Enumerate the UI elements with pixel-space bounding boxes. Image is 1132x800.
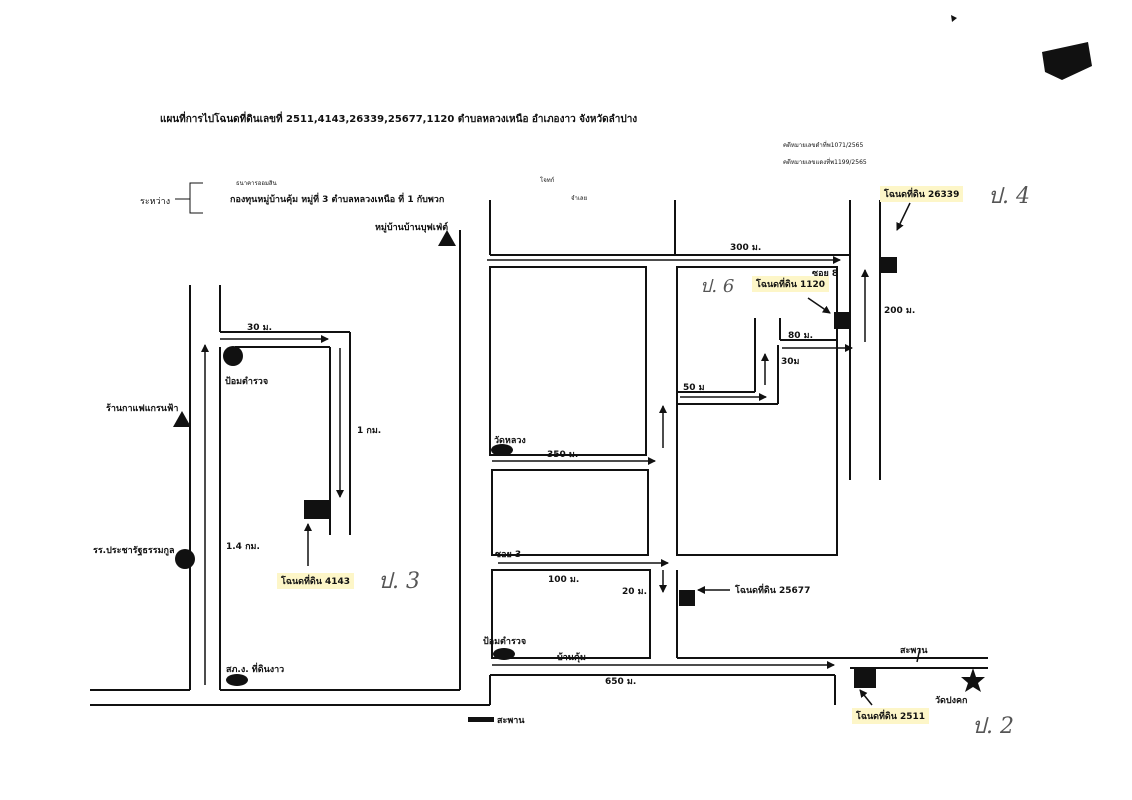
post-office-dot — [226, 674, 248, 686]
defendant-name: กองทุนหมู่บ้านคุ้ม หมู่ที่ 3 ตำบลหลวงเหน… — [230, 195, 445, 205]
school-label: รร.ประชารัฐธรรมกูล — [93, 546, 175, 556]
handwritten-note-3: ป. 3 — [378, 569, 420, 594]
coffee-shop-triangle — [173, 411, 191, 427]
parcel-25677-label: โฉนดที่ดิน 25677 — [735, 586, 811, 596]
route-arrows — [201, 202, 921, 706]
handwritten-note-6: ป. 6 — [700, 276, 735, 297]
between-label: ระหว่าง — [140, 197, 171, 207]
dist-350m: 350 ม. — [547, 450, 579, 460]
defendant-role: จำเลย — [571, 195, 588, 202]
wat-luang-dot — [491, 444, 513, 456]
scan-blot — [1042, 42, 1092, 80]
bridge-bottom-label: สะพาน — [497, 716, 525, 726]
parcel-26339-marker — [881, 257, 897, 273]
dist-50m: 50 ม — [683, 383, 705, 393]
map-symbols — [173, 15, 1092, 722]
parcel-2511-marker — [854, 668, 876, 688]
plaintiff-role: โจทก์ — [540, 177, 555, 184]
wat-pong-kok-star — [961, 668, 985, 692]
case-black-number: คดีหมายเลขดำที่พ1071/2565 — [783, 142, 864, 149]
village-sign-label: หมู่บ้านบ้านบุฟเฟ่ต์ — [375, 223, 449, 233]
scan-speck — [951, 15, 957, 22]
dist-200m: 200 ม. — [884, 306, 916, 316]
school-dot — [175, 549, 195, 569]
wat-luang-label: วัดหลวง — [494, 436, 526, 446]
dist-650m: 650 ม. — [605, 677, 637, 687]
plaintiff-name: ธนาคารออมสิน — [236, 180, 277, 187]
handwritten-note-4: ป. 4 — [988, 184, 1030, 209]
parcel-25677-marker — [679, 590, 695, 606]
dist-1km: 1 กม. — [357, 426, 382, 436]
parcel-2511-label: โฉนดที่ดิน 2511 — [852, 708, 930, 724]
parcel-4143-label: โฉนดที่ดิน 4143 — [277, 573, 355, 589]
police-box-1-dot — [223, 346, 243, 366]
parcel-4143-marker — [304, 500, 330, 519]
dist-100m: 100 ม. — [548, 575, 580, 585]
handwritten-note-2: ป. 2 — [972, 714, 1014, 739]
map-title: แผนที่การไปโฉนดที่ดินเลขที่ 2511,4143,26… — [160, 114, 638, 125]
dist-1-4km: 1.4 กม. — [226, 542, 260, 552]
ban-khum-label: บ้านคุ้ม — [557, 653, 586, 663]
post-office-label: สภ.ง. ที่ดินงาว — [226, 665, 285, 675]
bridge-bottom-mark — [468, 717, 494, 722]
police-box-1-label: ป้อมตำรวจ — [225, 377, 269, 387]
soi-8-label: ซอย 8 — [812, 269, 839, 279]
soi-3-label: ซอย 3 — [495, 550, 522, 560]
dist-20m: 20 ม. — [622, 587, 648, 597]
parcel-1120-label: โฉนดที่ดิน 1120 — [752, 276, 830, 292]
parcel-1120-marker — [834, 312, 851, 329]
bracket — [175, 182, 203, 214]
police-box-2-label: ป้อมตำรวจ — [483, 637, 527, 647]
coffee-shop-label: ร้านกาแฟแกรนฟ้า — [106, 404, 179, 414]
bridge-right-label: สะพาน — [900, 646, 928, 656]
village-sign-triangle — [438, 230, 456, 246]
parcel-26339-label: โฉนดที่ดิน 26339 — [880, 186, 964, 202]
dist-30m-b: 30ม — [781, 357, 800, 367]
dist-30m: 30 ม. — [247, 323, 273, 333]
wat-pong-kok-label: วัดปงคก — [935, 696, 968, 706]
road-lines — [90, 200, 988, 706]
dist-300m: 300 ม. — [730, 243, 762, 253]
case-red-number: คดีหมายเลขแดงที่พ1199/2565 — [783, 159, 867, 166]
dist-80m: 80 ม. — [788, 331, 814, 341]
police-box-2-dot — [493, 648, 515, 660]
